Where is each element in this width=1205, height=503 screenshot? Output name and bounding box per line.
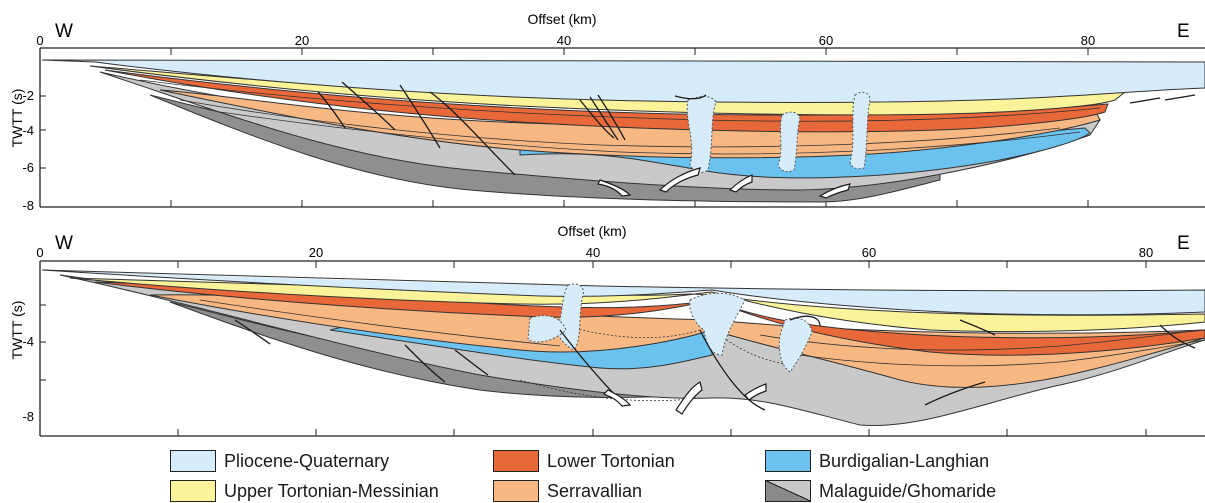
panel-1-x-tick-40: 40 (557, 33, 571, 48)
panel-1-x-tick-60: 60 (819, 33, 833, 48)
panel-2-y-tick-4: -4 (22, 334, 34, 349)
legend-label-lower-tortonian: Lower Tortonian (547, 450, 675, 471)
legend-swatch-pliocene (170, 450, 216, 472)
panel-1-x-tick-0: 0 (36, 33, 43, 48)
panel-1-x-axis-title: Offset (km) (528, 11, 597, 27)
panel-1-pliocene-layer (41, 59, 1205, 103)
panel-1-y-axis-title: TWTT (s) (9, 89, 25, 148)
legend-label-pliocene: Pliocene-Quaternary (224, 450, 390, 471)
cross-section-svg: W E Offset (km) TWTT (s) 0 20 40 60 80 -… (9, 11, 1205, 437)
panel-2-x-axis-title: Offset (km) (558, 223, 627, 239)
panel-1: W E Offset (km) TWTT (s) 0 20 40 60 80 -… (9, 11, 1205, 213)
panel-1-diapirs (686, 91, 871, 173)
panel-2-west-label: W (55, 233, 73, 254)
legend-swatch-burdigalian (765, 450, 811, 472)
legend-item-pliocene: Pliocene-Quaternary (170, 450, 389, 472)
legend-swatch-malaguide (765, 480, 811, 502)
legend-item-burdigalian: Burdigalian-Langhian (765, 450, 989, 472)
panel-1-y-tick-4: -4 (22, 123, 34, 138)
legend-label-malaguide: Malaguide/Ghomaride (819, 480, 997, 501)
panel-1-y-tick-2: -2 (22, 88, 34, 103)
legend-label-burdigalian: Burdigalian-Langhian (819, 450, 990, 471)
legend-item-malaguide: Malaguide/Ghomaride (765, 480, 996, 502)
legend-swatch-lower-tortonian (493, 450, 539, 472)
legend-item-lower-tortonian: Lower Tortonian (493, 450, 675, 472)
legend-swatch-upper-tortonian (170, 480, 216, 502)
panel-2-x-tick-40: 40 (586, 245, 600, 260)
legend-label-upper-tortonian: Upper Tortonian-Messinian (224, 480, 439, 501)
panel-2-arrows (602, 381, 767, 415)
panel-1-x-tick-80: 80 (1081, 33, 1095, 48)
panel-1-west-label: W (55, 21, 73, 42)
panel-2-x-tick-60: 60 (862, 245, 876, 260)
panel-1-y-tick-8: -8 (22, 198, 34, 213)
panel-2-east-label: E (1177, 233, 1190, 254)
legend: Pliocene-Quaternary Lower Tortonian Burd… (0, 440, 1205, 503)
legend-label-serravallian: Serravallian (547, 480, 643, 501)
panel-1-x-tick-20: 20 (295, 33, 309, 48)
panel-2-x-tick-20: 20 (309, 245, 323, 260)
legend-item-serravallian: Serravallian (493, 480, 642, 502)
panel-2-y-tick-8: -8 (22, 409, 34, 424)
panel-1-faults (317, 81, 1196, 176)
legend-swatch-serravallian (493, 480, 539, 502)
panel-1-y-tick-6: -6 (22, 160, 34, 175)
panel-2-y-axis-title: TWTT (s) (9, 301, 25, 360)
panel-1-arrows (597, 167, 851, 199)
panel-2-pliocene-layer (41, 269, 1205, 316)
panel-2-x-tick-0: 0 (36, 245, 43, 260)
legend-item-upper-tortonian: Upper Tortonian-Messinian (170, 480, 439, 502)
panel-1-east-label: E (1177, 21, 1190, 42)
panel-2: W E Offset (km) TWTT (s) 0 20 40 60 80 -… (9, 223, 1205, 437)
panel-2-x-tick-80: 80 (1139, 245, 1153, 260)
